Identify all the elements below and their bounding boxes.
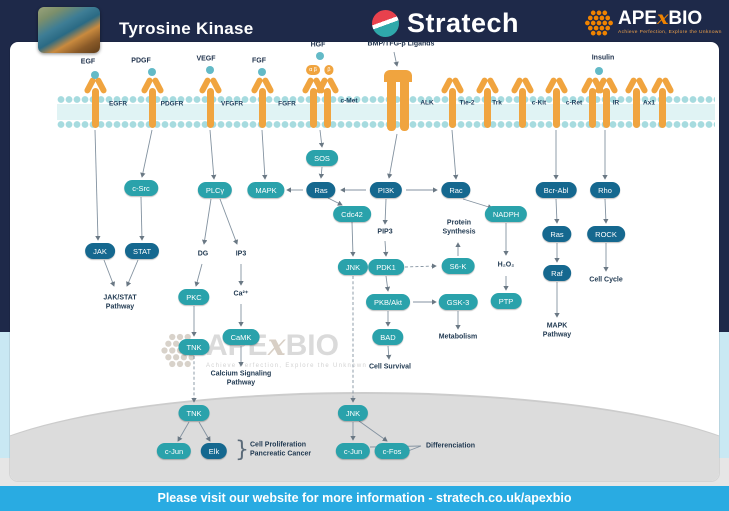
watermark-text-bio: BIO [285, 329, 339, 363]
apexbio-text-ape: APE [618, 8, 658, 29]
apexbio-text-x: x [657, 7, 669, 29]
watermark-text-x: x [267, 328, 286, 364]
footer-text: Please visit our website for more inform… [157, 491, 572, 505]
stratech-logo: Stratech [372, 8, 519, 39]
apexbio-text-bio: BIO [668, 8, 703, 29]
cell-membrane [57, 95, 715, 129]
apexbio-logo-icon [585, 10, 613, 36]
watermark-tagline: Achieve Perfection, Explore the Unknown [206, 362, 368, 369]
apexbio-logo-text: APExBIO [618, 7, 722, 29]
apexbio-tagline: Achieve Perfection, Explore the Unknown [618, 30, 722, 35]
watermark-text-ape: APE [206, 329, 268, 363]
stratech-logo-text: Stratech [407, 8, 520, 38]
page-title: Tyrosine Kinase [119, 19, 254, 38]
kingfisher-photo [38, 7, 100, 53]
apexbio-watermark-text: APExBIO [206, 329, 367, 363]
apexbio-watermark: APExBIO Achieve Perfection, Explore the … [160, 329, 368, 369]
apexbio-watermark-icon [161, 333, 199, 368]
nucleus-region [10, 392, 719, 481]
stratech-logo-icon [372, 10, 399, 37]
footer-bar: Please visit our website for more inform… [0, 486, 729, 511]
apexbio-logo: APExBIO Achieve Perfection, Explore the … [584, 9, 722, 37]
